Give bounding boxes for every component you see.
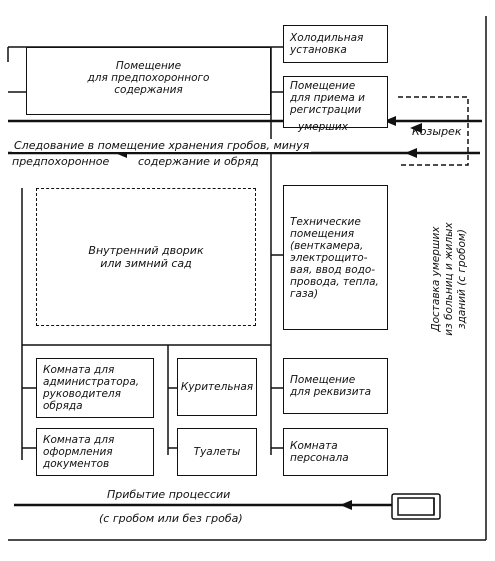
flow-line-reception [8,116,482,133]
arrow [340,500,352,510]
bypass-route-label-line2b: содержание и обряд [136,155,261,168]
arrow [384,116,396,126]
room-administrator: Комната для администратора, руководителя… [36,358,154,418]
procession-arrival-note: (с гробом или без гроба) [99,512,243,525]
arrow [410,123,422,133]
flow-line-arrival [14,500,392,510]
room-toilets: Туалеты [177,428,257,476]
room-documents: Комната для оформления документов [36,428,154,476]
hearse-outline [391,493,441,520]
bypass-route-label-line1: Следование в помещение хранения гробов, … [12,139,312,152]
room-reception: Помещение для приема и регистрации [283,76,388,128]
room-smoking: Курительная [177,358,257,416]
courtyard-or-winter-garden: Внутренний дворик или зимний сад [36,188,256,326]
bypass-route-label-line2a: предпохоронное [10,155,112,168]
procession-arrival-label: Прибытие процессии [107,488,231,501]
room-reception-tail: умерших [298,121,348,133]
delivery-label: Доставка умерших из больниц и жилых здан… [430,222,468,336]
room-cold-unit: Холодильная установка [283,25,388,63]
arrow [405,148,417,158]
room-technical: Технические помещения (венткамера, элект… [283,185,388,330]
room-staff: Комната персонала [283,428,388,476]
canopy-outline [398,96,469,166]
room-pre-burial: Помещение для предпохоронного содержания [26,47,271,115]
room-props: Помещение для реквизита [283,358,388,414]
hearse-body [397,497,435,516]
canopy-label: Козырек [412,125,462,138]
